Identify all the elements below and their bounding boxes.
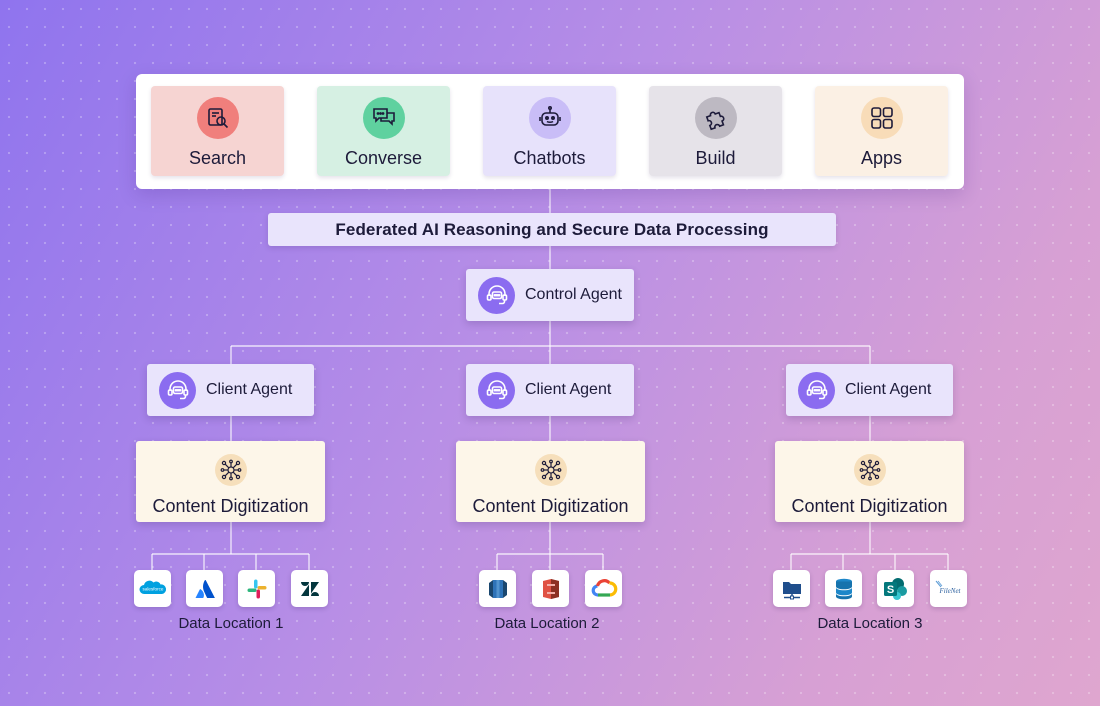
salesforce-wordmark: salesforce	[142, 586, 163, 591]
content-digitization-label: Content Digitization	[152, 496, 309, 516]
google-cloud-icon[interactable]	[585, 570, 622, 607]
capabilities-panel: Search Converse Chatbots	[136, 74, 964, 189]
content-digitization-label: Content Digitization	[472, 496, 629, 516]
client-agent-label: Client Agent	[206, 381, 293, 398]
content-digitization-2[interactable]: Content Digitization	[456, 441, 645, 522]
aws-s3-icon[interactable]	[532, 570, 569, 607]
atlassian-logo-icon[interactable]	[186, 570, 223, 607]
zendesk-logo-icon[interactable]	[291, 570, 328, 607]
robot-icon	[528, 97, 571, 139]
filenet-wordmark: FileNet	[938, 587, 961, 595]
client-agent-label: Client Agent	[845, 381, 932, 398]
chatbots-tile[interactable]: Chatbots	[483, 86, 616, 176]
apps-tile[interactable]: Apps	[815, 86, 948, 176]
federated-ai-banner: Federated AI Reasoning and Secure Data P…	[268, 213, 836, 246]
client-agent-label: Client Agent	[525, 381, 612, 398]
search-tile[interactable]: Search	[151, 86, 284, 176]
content-digitization-3[interactable]: Content Digitization	[775, 441, 964, 522]
converse-tile[interactable]: Converse	[317, 86, 450, 176]
sharepoint-letter: S	[886, 584, 893, 596]
headset-agent-icon	[478, 371, 515, 409]
client-agent-1[interactable]: Client Agent	[147, 364, 314, 416]
client-agent-2[interactable]: Client Agent	[466, 364, 634, 416]
salesforce-logo-icon[interactable]: salesforce	[134, 570, 171, 607]
headset-agent-icon	[159, 371, 196, 409]
network-hub-icon	[214, 454, 247, 486]
data-location-label: Data Location 2	[494, 615, 600, 632]
control-agent-label: Control Agent	[525, 286, 622, 303]
headset-agent-icon	[798, 371, 835, 409]
build-tile[interactable]: Build	[649, 86, 782, 176]
content-digitization-label: Content Digitization	[791, 496, 948, 516]
chatbots-tile-label: Chatbots	[513, 148, 586, 168]
search-tile-label: Search	[188, 148, 247, 168]
headset-agent-icon	[478, 276, 515, 314]
app-grid-icon	[860, 97, 903, 139]
slack-logo-icon[interactable]	[238, 570, 275, 607]
data-location-label: Data Location 3	[817, 615, 923, 632]
network-hub-icon	[534, 454, 567, 486]
converse-tile-label: Converse	[344, 148, 423, 168]
network-hub-icon	[853, 454, 886, 486]
aws-database-icon[interactable]	[479, 570, 516, 607]
sharepoint-logo-icon[interactable]: S	[877, 570, 914, 607]
data-location-label: Data Location 1	[178, 615, 284, 632]
chat-bubbles-icon	[362, 97, 405, 139]
database-stack-icon[interactable]	[825, 570, 862, 607]
build-tile-label: Build	[695, 148, 736, 168]
folder-network-icon[interactable]	[773, 570, 810, 607]
control-agent[interactable]: Control Agent	[466, 269, 634, 321]
search-document-icon	[196, 97, 239, 139]
puzzle-icon	[694, 97, 737, 139]
filenet-logo-icon[interactable]: FileNet	[930, 570, 967, 607]
content-digitization-1[interactable]: Content Digitization	[136, 441, 325, 522]
apps-tile-label: Apps	[860, 148, 903, 168]
client-agent-3[interactable]: Client Agent	[786, 364, 953, 416]
